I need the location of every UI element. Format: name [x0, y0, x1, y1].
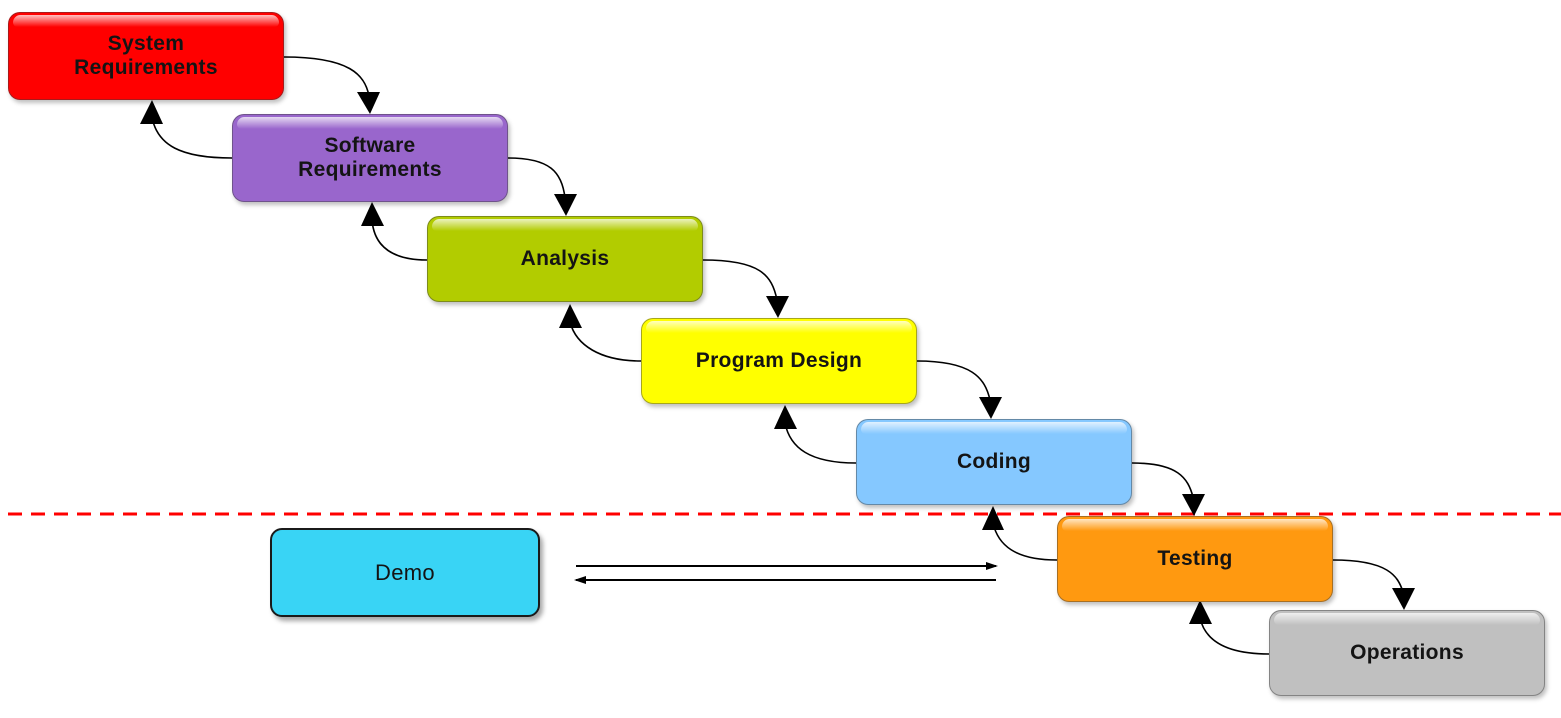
demo-arrow-from-testing-head [574, 576, 586, 584]
forward-arrow-testing-operations [1332, 559, 1404, 593]
feedback-arrow-operations-testing [1199, 617, 1270, 655]
stage-system-requirements: System Requirements [8, 12, 284, 100]
stage-coding: Coding [856, 419, 1132, 505]
forward-arrowhead [1392, 588, 1415, 610]
feedback-arrowhead [140, 100, 163, 124]
forward-arrows [283, 56, 1404, 593]
stage-operations: Operations [1269, 610, 1545, 696]
forward-arrowhead [766, 296, 789, 318]
feedback-arrowhead [774, 405, 797, 429]
stage-program-design: Program Design [641, 318, 917, 404]
forward-arrow-coding-testing [1131, 462, 1194, 498]
forward-arrow-system-software [283, 56, 370, 97]
stage-label-program-design: Program Design [695, 349, 863, 372]
feedback-arrowhead [361, 202, 384, 226]
demo-arrows [574, 562, 998, 584]
forward-arrowhead [1182, 494, 1205, 516]
feedback-arrowhead [1189, 600, 1212, 624]
feedback-arrowhead [559, 304, 582, 328]
forward-arrowhead [979, 397, 1002, 419]
forward-arrowhead [554, 194, 577, 216]
forward-arrowhead [357, 92, 380, 114]
feedback-arrowhead [982, 506, 1004, 530]
stage-software-requirements: Software Requirements [232, 114, 508, 202]
stage-label-analysis: Analysis [520, 247, 610, 270]
stage-label-testing: Testing [1157, 547, 1233, 570]
stage-label-operations: Operations [1350, 641, 1464, 664]
stage-label-software-requirements: Software Requirements [298, 134, 442, 181]
forward-arrow-analysis-design [702, 259, 778, 301]
feedback-arrow-analysis-software [371, 219, 428, 261]
demo-arrow-to-testing-head [986, 562, 998, 570]
feedback-arrow-software-system [151, 117, 233, 159]
forward-arrow-design-coding [916, 360, 991, 401]
stage-analysis: Analysis [427, 216, 703, 302]
feedback-arrow-coding-design [784, 422, 857, 464]
stage-label-system-requirements: System Requirements [74, 32, 218, 79]
feedback-arrow-design-analysis [569, 321, 642, 362]
stage-testing: Testing [1057, 516, 1333, 602]
demo-box: Demo [270, 528, 540, 617]
feedback-arrowheads [140, 100, 1212, 624]
demo-label: Demo [375, 559, 435, 585]
forward-arrow-software-analysis [507, 157, 566, 199]
stage-label-coding: Coding [956, 450, 1032, 473]
forward-arrowheads [357, 92, 1415, 610]
